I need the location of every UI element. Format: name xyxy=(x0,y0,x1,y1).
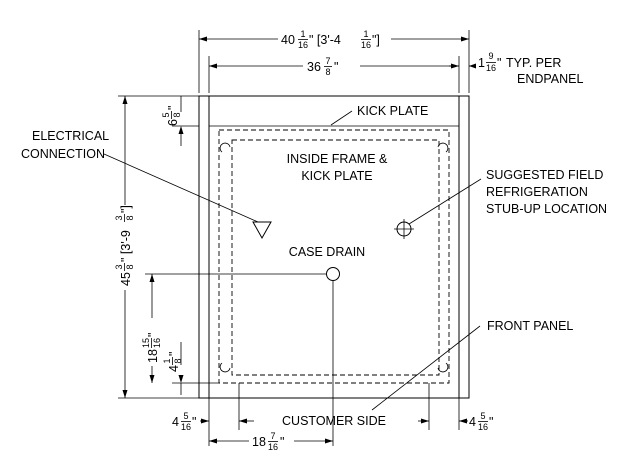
dim-overall-width-rest: " [3'-4 xyxy=(309,33,341,47)
inside-frame-label-line2: KICK PLATE xyxy=(301,169,372,183)
front-panel-label: FRONT PANEL xyxy=(487,319,573,333)
case-drain-label: CASE DRAIN xyxy=(289,245,365,259)
dim-left-inset-num: 5 xyxy=(183,411,188,421)
dim-drain-from-front: 18 15 16 " xyxy=(141,273,326,383)
corner-hole-tl xyxy=(219,142,231,153)
dim-overall-depth-rest: " [3'-9 xyxy=(119,230,133,262)
corner-hole-tr xyxy=(437,142,449,153)
dim-left-inset-den: 16 xyxy=(181,422,191,432)
dim-front-inset-tail: " xyxy=(167,352,181,356)
dim-kick-depth-den: 8 xyxy=(172,112,182,117)
electrical-label-line2: CONNECTION xyxy=(21,147,105,161)
case-outline xyxy=(198,95,470,399)
dim-drain-from-left-den: 16 xyxy=(268,442,278,452)
dim-overall-width-rest-den: 16 xyxy=(361,40,371,50)
dim-endpanel-tail: " xyxy=(497,56,501,70)
dim-drain-from-left-whole: 18 xyxy=(252,435,266,449)
kick-plate-label: KICK PLATE xyxy=(357,104,428,118)
dim-overall-depth-rest-den: 8 xyxy=(125,215,135,220)
dim-right-inset-den: 16 xyxy=(478,422,488,432)
dim-inner-width-whole: 36 xyxy=(307,60,321,74)
refrigeration-stub-up-symbol xyxy=(394,219,414,239)
dim-drain-from-front-tail: " xyxy=(146,333,160,337)
electrical-connection-symbol xyxy=(252,221,272,240)
dim-endpanel-num: 9 xyxy=(488,51,493,61)
dim-endpanel-whole: 1 xyxy=(478,56,485,70)
dim-right-inset-num: 5 xyxy=(480,411,485,421)
dim-drain-from-left: 18 7 16 " xyxy=(209,431,333,452)
suggested-label-line3: STUB-UP LOCATION xyxy=(486,202,607,216)
dim-overall-depth-num: 3 xyxy=(114,264,124,269)
dim-overall-depth: 45 3 8 " [3'-9 3 8 "] xyxy=(114,95,199,399)
dim-front-inset-whole: 4 xyxy=(167,365,181,372)
customer-side-label: CUSTOMER SIDE xyxy=(282,414,386,428)
dim-overall-width-tail: "] xyxy=(372,33,380,47)
suggested-leader xyxy=(408,178,482,225)
corner-holes xyxy=(219,142,449,373)
dim-kick-depth: 6 5 8 " xyxy=(161,96,199,146)
dim-left-inset: 4 5 16 " xyxy=(172,411,254,432)
dim-drain-from-front-den: 16 xyxy=(152,338,162,348)
dim-endpanel-den: 16 xyxy=(486,63,496,73)
inside-frame-inner xyxy=(231,139,440,376)
electrical-leader xyxy=(103,153,259,223)
dim-drain-from-front-num: 15 xyxy=(141,338,151,348)
dim-kick-depth-tail: " xyxy=(166,106,180,110)
suggested-label-line1: SUGGESTED FIELD xyxy=(486,168,603,182)
front-panel-leader xyxy=(371,325,481,411)
dim-drain-from-left-num: 7 xyxy=(270,431,275,441)
dim-right-inset-tail: " xyxy=(489,415,493,429)
dim-inner-width-tail: " xyxy=(334,60,338,74)
dim-front-inset: 4 1 8 " xyxy=(162,342,219,395)
dim-overall-depth-tail: "] xyxy=(119,205,133,213)
dim-drain-from-left-tail: " xyxy=(280,435,284,449)
dim-overall-width-whole: 40 xyxy=(281,33,295,47)
dim-kick-depth-whole: 6 xyxy=(166,119,180,126)
dim-overall-width-den: 16 xyxy=(298,40,308,50)
typ-per-label: TYP. PER xyxy=(506,56,561,70)
dim-left-inset-whole: 4 xyxy=(172,415,179,429)
dim-endpanel: 1 9 16 " TYP. PER ENDPANEL xyxy=(449,51,584,86)
dim-drain-from-front-whole: 18 xyxy=(146,349,160,363)
dim-overall-width: 40 1 16 " [3'-4 1 16 "] xyxy=(198,29,470,93)
dim-inner-width: 36 7 8 " xyxy=(208,56,460,93)
kick-plate-leader xyxy=(330,110,353,126)
dim-right-inset-whole: 4 xyxy=(469,415,476,429)
electrical-label-line1: ELECTRICAL xyxy=(32,129,109,143)
suggested-label-line2: REFRIGERATION xyxy=(486,185,588,199)
dim-kick-depth-num: 5 xyxy=(161,112,171,117)
dim-overall-width-num: 1 xyxy=(300,29,305,39)
inside-frame-label-line1: INSIDE FRAME & xyxy=(287,152,388,166)
dim-overall-width-rest-num: 1 xyxy=(363,29,368,39)
dim-inner-width-den: 8 xyxy=(325,67,330,77)
endpanel-label: ENDPANEL xyxy=(517,72,584,86)
dim-front-inset-num: 1 xyxy=(162,358,172,363)
dim-right-inset: 4 5 16 " xyxy=(418,411,493,432)
dim-front-inset-den: 8 xyxy=(173,358,183,363)
corner-hole-bl xyxy=(219,362,231,373)
dim-left-inset-tail: " xyxy=(192,415,196,429)
dim-overall-depth-rest-num: 3 xyxy=(114,215,124,220)
inside-frame-outer xyxy=(218,129,450,384)
dim-overall-depth-whole: 45 xyxy=(119,272,133,286)
corner-hole-br xyxy=(437,362,449,373)
case-drain-symbol xyxy=(326,267,340,281)
dim-overall-depth-den: 8 xyxy=(125,264,135,269)
dim-inner-width-num: 7 xyxy=(325,56,330,66)
